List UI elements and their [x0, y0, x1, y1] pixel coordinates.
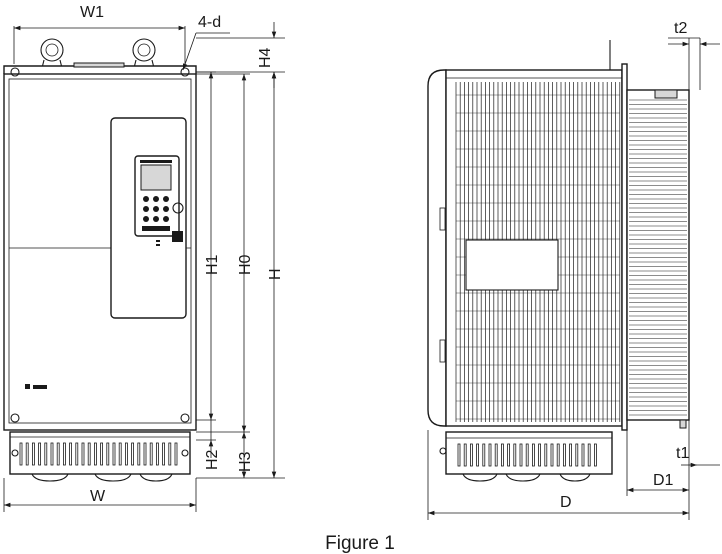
status-icon	[172, 231, 183, 242]
dim-w-label: W	[90, 488, 106, 505]
lifting-eye-left	[40, 38, 64, 69]
vent-slot	[556, 443, 560, 467]
vent-slot	[538, 443, 541, 467]
vent-slot	[168, 442, 172, 466]
vent-slot	[149, 442, 153, 466]
vent-slot	[162, 442, 166, 466]
vent-slot	[56, 442, 60, 466]
vent-slot	[32, 442, 35, 466]
vent-slot	[44, 442, 48, 466]
vent-slot	[38, 442, 41, 466]
dim-hole-label: 4-d	[198, 14, 221, 31]
vent-slot	[137, 442, 141, 466]
vent-slot	[457, 443, 461, 467]
vent-slot	[25, 442, 29, 466]
vent-slot	[125, 442, 128, 466]
nameplate	[465, 239, 559, 291]
dim-d1-label: D1	[653, 472, 674, 489]
dim-h0-label: H0	[237, 254, 254, 275]
dim-d-label: D	[560, 494, 572, 511]
vent-slot	[482, 443, 486, 467]
rear-heatsink	[626, 89, 690, 421]
vent-slot	[544, 443, 548, 467]
vent-slot	[87, 442, 91, 466]
dim-h2-label: H2	[204, 449, 221, 470]
vent-slot	[75, 442, 79, 466]
vent-slot	[476, 443, 480, 467]
vent-slot	[131, 442, 135, 466]
vent-slot	[494, 443, 498, 467]
vent-slot	[507, 443, 511, 467]
vent-slot	[532, 443, 535, 467]
vent-slot	[519, 443, 523, 467]
vent-slot	[63, 442, 66, 466]
lifting-eye-right	[132, 38, 156, 69]
vent-slot	[100, 442, 103, 466]
vent-slot	[106, 442, 110, 466]
vent-slot	[513, 443, 517, 467]
figure-caption: Figure 1	[325, 533, 395, 554]
vent-slot	[19, 442, 23, 466]
brand-logo-icon	[25, 384, 47, 389]
vent-slot	[550, 443, 554, 467]
dim-h4-label: H4	[257, 47, 274, 68]
vent-slot	[112, 442, 116, 466]
vent-slot	[563, 443, 566, 467]
vent-slot	[81, 442, 85, 466]
dim-h3-label: H3	[237, 451, 254, 472]
mounting-flange	[621, 63, 628, 431]
vent-slot	[581, 443, 585, 467]
vent-slot	[500, 443, 504, 467]
vent-slot	[463, 443, 467, 467]
dim-t1-label: t1	[676, 445, 689, 462]
vent-slot	[174, 442, 178, 466]
vent-slot	[143, 442, 147, 466]
bottom-vent	[9, 431, 191, 475]
keypad	[134, 155, 184, 237]
vent-slot	[118, 442, 122, 466]
vent-slot	[594, 443, 597, 467]
dim-w1-label: W1	[80, 4, 104, 21]
vent-slot	[94, 442, 97, 466]
vent-slot	[575, 443, 579, 467]
mounting-hole-icon	[10, 67, 20, 77]
vent-slot	[69, 442, 72, 466]
vent-slot	[525, 443, 529, 467]
dim-h1-label: H1	[204, 254, 221, 275]
front-view: W1 4-d H4 H1 H0 H H2 H3	[3, 4, 285, 512]
vent-slot	[50, 442, 54, 466]
side-view: t2 t1 D1 D	[427, 20, 720, 520]
dim-t2-label: t2	[674, 20, 687, 37]
vent-slot	[155, 442, 159, 466]
vent-slot	[587, 443, 591, 467]
vent-slot	[488, 443, 492, 467]
vent-slot	[469, 443, 473, 467]
vent-slot	[569, 443, 572, 467]
dim-h-label: H	[267, 268, 284, 280]
